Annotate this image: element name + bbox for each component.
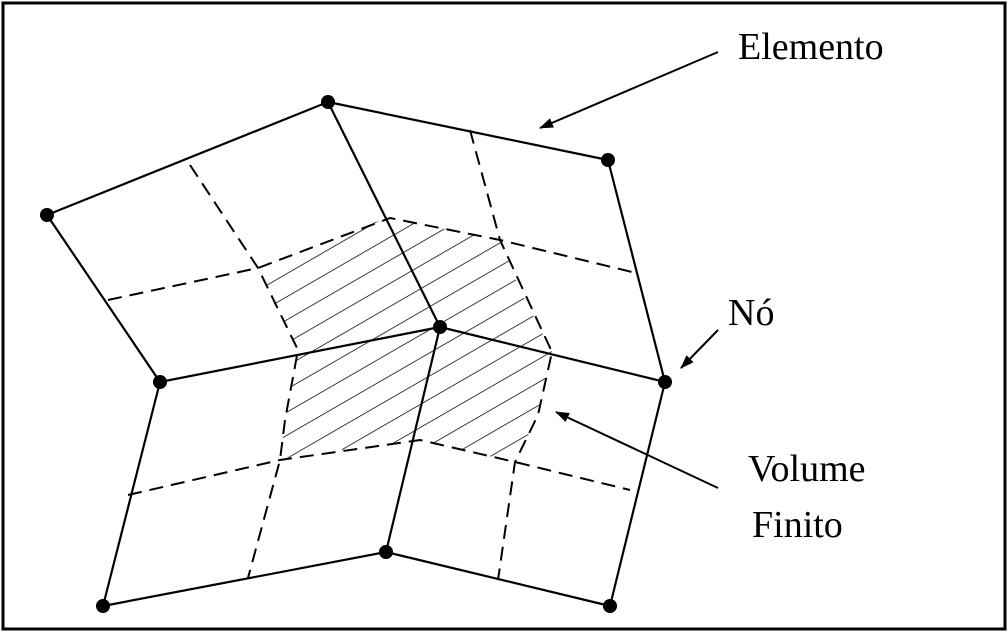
node — [433, 320, 447, 334]
dashed-line-right-vertical — [469, 129, 554, 581]
dashed-line-left-vertical — [189, 164, 300, 579]
edge-top-right — [327, 100, 609, 162]
node — [153, 375, 167, 389]
node — [603, 599, 617, 613]
node — [40, 208, 54, 222]
edge-center-horizontal-left — [159, 325, 441, 384]
edge-center-vertical-bottom — [384, 326, 442, 553]
edge-bottom-left — [102, 550, 387, 608]
edge-center-vertical-top — [327, 101, 441, 328]
finite-volume-label-line2: Finito — [752, 504, 843, 546]
callout-arrows — [539, 51, 719, 489]
node — [379, 545, 393, 559]
node — [601, 153, 615, 167]
edge-right-upper — [606, 159, 667, 383]
edge-bottom-right — [385, 550, 611, 608]
dashed-line-upper-horizontal — [107, 216, 633, 301]
element-edges — [46, 100, 667, 608]
node — [658, 375, 672, 389]
edge-right-lower — [608, 381, 667, 607]
element-label: Elemento — [738, 26, 884, 68]
control-volume-boundaries — [107, 129, 633, 581]
node-label: Nó — [728, 292, 775, 334]
node-arrow — [680, 329, 719, 369]
mesh-nodes — [40, 95, 672, 613]
finite-volume-arrow — [555, 411, 719, 489]
node — [321, 95, 335, 109]
dashed-line-lower-horizontal — [127, 438, 631, 496]
finite-volume-label-line1: Volume — [748, 448, 866, 490]
edge-center-horizontal-right — [439, 325, 666, 384]
edge-left-lower — [101, 381, 162, 607]
edge-top-left — [46, 100, 329, 217]
element-arrow — [539, 51, 719, 129]
finite-volume-region — [258, 218, 552, 462]
edge-left — [46, 214, 161, 383]
node — [96, 599, 110, 613]
